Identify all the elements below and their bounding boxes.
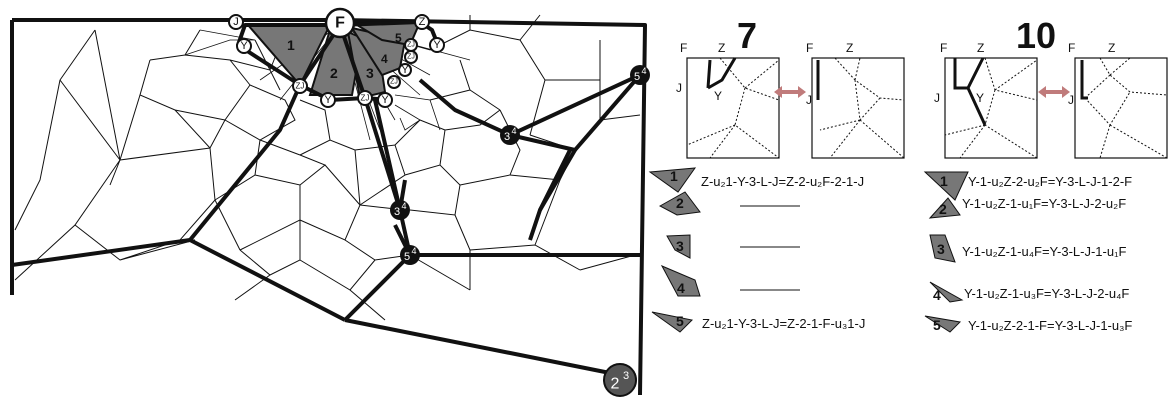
p7-row3-num: 3: [676, 238, 684, 254]
panel-7-rows: 1 Z-u₂1-Y-3-L-J=Z-2-u₂F-2-1-J 2 3 4 5 Z-…: [648, 167, 865, 333]
p10-row1-num: 1: [940, 173, 948, 189]
node-Y5-label: Y: [401, 64, 409, 76]
svg-text:ZJ: ZJ: [390, 79, 398, 86]
svg-text:ZJ: ZJ: [407, 54, 415, 61]
node-Y3-label: Y: [324, 94, 332, 106]
p7-row1-formula: Z-u₂1-Y-3-L-J=Z-2-u₂F-2-1-J: [701, 174, 864, 189]
p10-row5-num: 5: [933, 317, 941, 333]
node-F: [324, 7, 356, 39]
node-ZJ5: [404, 38, 418, 52]
node-J-label: J: [233, 16, 239, 28]
main-graph: F J Y Z Y ZJ Y ZJ Y ZJ ZJ Y ZJ: [10, 7, 650, 397]
node-bottom-main: 2: [611, 376, 620, 393]
node-F-label: F: [335, 15, 345, 32]
p10-sqL-Y: Y: [976, 91, 984, 105]
marker-34-a-sup: 4: [511, 126, 516, 136]
node-ZJ: [292, 78, 308, 94]
svg-text:ZJ: ZJ: [296, 82, 305, 91]
p7-sqL-Z: Z: [718, 41, 725, 55]
marker-34-a: [500, 125, 520, 145]
marker-54-b: [400, 245, 420, 265]
p10-row4-formula: Y-1-u₂Z-1-u₃F=Y-3-L-J-2-u₄F: [964, 286, 1129, 301]
node-Y4: [377, 92, 393, 108]
node-Y4-label: Y: [381, 94, 389, 106]
face-label-3: 3: [366, 65, 374, 81]
panel-7-double-arrow: [774, 86, 806, 98]
p7-sqL-J: J: [676, 81, 682, 95]
marker-54-a: [630, 65, 650, 85]
face-label-1: 1: [287, 37, 295, 53]
p10-sqL-Z: Z: [977, 41, 984, 55]
p10-sqR-J: J: [1068, 93, 1074, 107]
face-label-4: 4: [381, 52, 388, 66]
panel-7-number: 7: [737, 15, 757, 56]
marker-34-b: [390, 200, 410, 220]
marker-54-a-sup: 4: [641, 66, 646, 76]
marker-54-b-main: 5: [404, 251, 410, 263]
thin-edges: [14, 14, 641, 321]
node-Z: [414, 14, 430, 30]
node-Y3: [320, 92, 336, 108]
marker-54-b-sup: 4: [411, 246, 416, 256]
p7-row1-num: 1: [670, 168, 678, 184]
node-ZJ3: [387, 75, 401, 89]
face-label-2: 2: [330, 65, 338, 81]
p7-row5-num: 5: [676, 313, 684, 329]
face-labels: 1 2 3 4 5: [287, 31, 402, 81]
node-ZJ2: [357, 90, 373, 106]
panel-10-number: 10: [1016, 15, 1056, 56]
node-Y2-label: Y: [433, 39, 441, 51]
node-Y: [236, 38, 252, 54]
p7-sqR-J: J: [806, 93, 812, 107]
panel-7-square-right: F Z J: [806, 41, 905, 159]
p7-sqR-Z: Z: [846, 41, 853, 55]
node-Z-label: Z: [419, 16, 426, 28]
panel-7-square-left: F Z J Y: [676, 41, 780, 159]
p10-row3-num: 3: [937, 241, 945, 257]
node-bottom-23: [603, 363, 637, 397]
p10-sqL-F: F: [940, 41, 947, 55]
panel-10-square-left: F Z J Y: [934, 41, 1038, 159]
p7-row4-num: 4: [677, 280, 685, 296]
panel-10-square-right: F Z J: [1068, 41, 1168, 159]
p7-row2-num: 2: [676, 195, 684, 211]
p7-sqR-F: F: [806, 41, 813, 55]
marker-34-b-sup: 4: [401, 201, 406, 211]
marker-34-b-main: 3: [394, 206, 400, 218]
panel-7: 7 F Z J Y F Z J: [648, 15, 905, 333]
p10-row2-formula: Y-1-u₂Z-1-u₁F=Y-3-L-J-2-u₂F: [962, 196, 1126, 211]
panel-10: 10 F Z J Y F Z J: [923, 15, 1168, 333]
svg-text:ZJ: ZJ: [407, 42, 415, 49]
panel-10-rows: 1 Y-1-u₂Z-2-u₂F=Y-3-L-J-1-2-F 2 Y-1-u₂Z-…: [923, 171, 1132, 333]
node-bottom-sup: 3: [623, 370, 629, 382]
p10-row1-formula: Y-1-u₂Z-2-u₂F=Y-3-L-J-1-2-F: [968, 174, 1132, 189]
p7-sqL-Y: Y: [714, 89, 722, 103]
marker-34-a-main: 3: [504, 131, 510, 143]
p10-sqR-F: F: [1068, 41, 1075, 55]
panel-10-double-arrow: [1038, 86, 1070, 98]
p7-sqL-F: F: [680, 41, 687, 55]
nodes: F J Y Z Y ZJ Y ZJ Y ZJ ZJ Y ZJ: [228, 7, 650, 397]
p10-row2-num: 2: [939, 201, 947, 217]
marker-54-a-main: 5: [634, 71, 640, 83]
node-Y2: [429, 37, 445, 53]
node-Y5: [398, 63, 412, 77]
node-Y-label: Y: [240, 40, 248, 52]
p10-sqR-Z: Z: [1108, 41, 1115, 55]
face-label-5: 5: [395, 31, 402, 45]
svg-text:ZJ: ZJ: [361, 94, 370, 103]
p10-row3-formula: Y-1-u₂Z-1-u₄F=Y-3-L-J-1-u₁F: [962, 244, 1126, 259]
p10-row5-formula: Y-1-u₂Z-2-1-F=Y-3-L-J-1-u₃F: [968, 318, 1132, 333]
node-J: [228, 14, 244, 30]
p10-row4-num: 4: [933, 287, 941, 303]
p10-sqL-J: J: [934, 91, 940, 105]
p7-row5-formula: Z-u₂1-Y-3-L-J=Z-2-1-F-u₃1-J: [702, 316, 865, 331]
